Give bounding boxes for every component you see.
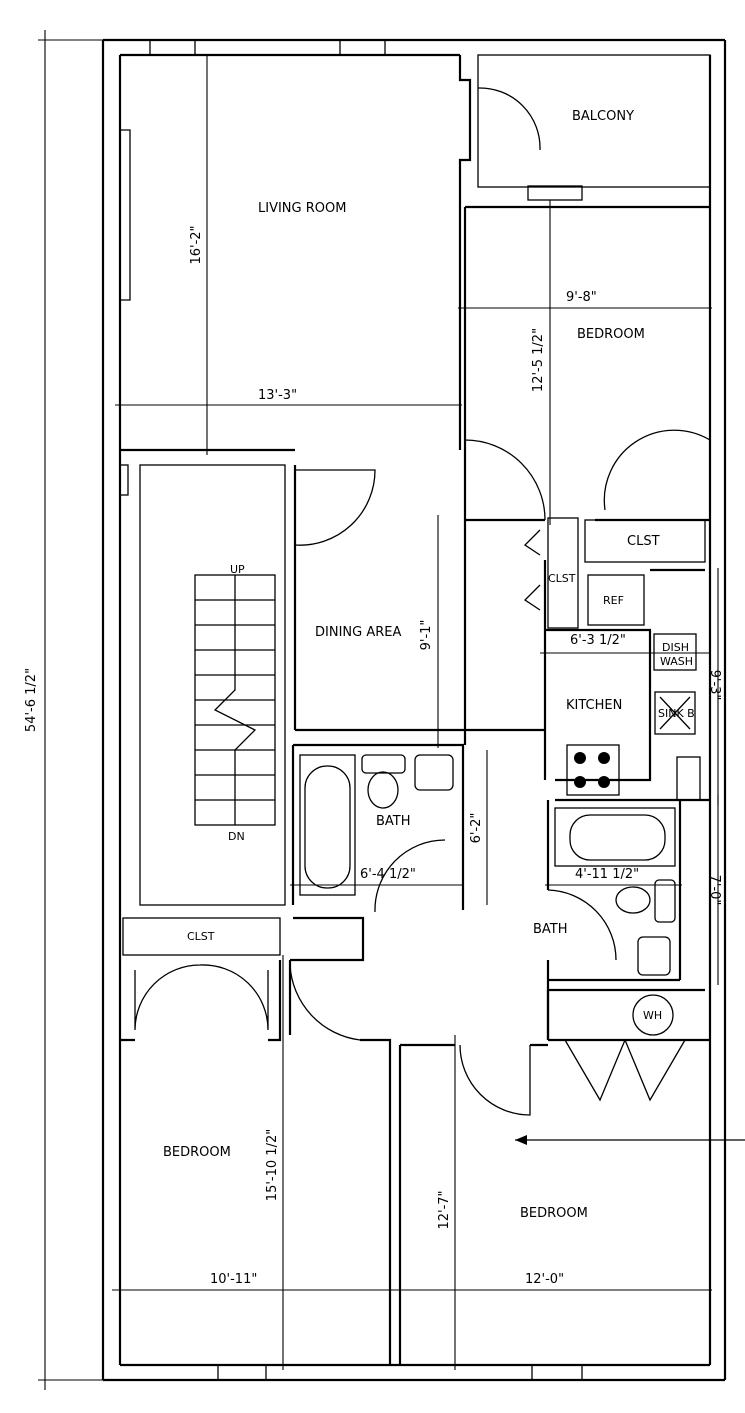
closet-hall-label: CLST	[548, 572, 576, 585]
bath-right-label: BATH	[533, 922, 568, 937]
dining-depth-label: 9'-1"	[419, 620, 434, 651]
bedroom-bl-depth-label: 15'-10 1/2"	[265, 1129, 280, 1201]
bath-left-label: BATH	[376, 814, 411, 829]
bedroom-bottom-left: CLST 15'-10 1/2" 10'-11" BEDROOM	[112, 916, 398, 1370]
windows	[149, 39, 583, 1381]
sink-label: SINK B	[658, 707, 695, 720]
bath-right: 4'-11 1/2" 7'-0" BATH	[533, 795, 722, 1040]
dishwasher-label-2: WASH	[660, 655, 693, 668]
living-room-label: LIVING ROOM	[258, 201, 346, 216]
closet-water-heater: WH	[546, 988, 705, 1102]
stove-burners	[574, 752, 610, 788]
bedroom-top-label: BEDROOM	[577, 327, 645, 342]
hall-walls	[463, 520, 547, 745]
living-depth-label: 16'-2"	[189, 225, 204, 264]
kitchen-area: CLST REF DISH WASH SINK B 6'-3 1/2" KITC…	[523, 517, 722, 805]
balcony: BALCONY	[477, 54, 711, 188]
bath-left: 6'-4 1/2" 6'-2" BATH	[290, 743, 488, 913]
dishwasher-label-1: DISH	[662, 641, 689, 654]
bedroom-br-label: BEDROOM	[520, 1206, 588, 1221]
bath-right-width-label: 4'-11 1/2"	[575, 867, 639, 882]
closet-bottom-label: CLST	[187, 930, 215, 943]
bedroom-top-depth-label: 12'-5 1/2"	[531, 328, 546, 392]
dining-area: 9'-1" DINING AREA	[293, 465, 545, 748]
stairs-down-label: DN	[228, 830, 245, 843]
overall-length-label: 54'-6 1/2"	[24, 668, 39, 732]
bath-right-depth-label: 7'-0"	[707, 875, 722, 906]
bedroom-br-depth-label: 12'-7"	[437, 1190, 452, 1229]
dining-area-label: DINING AREA	[315, 625, 401, 640]
bath-left-depth-label: 6'-2"	[469, 813, 484, 844]
stairs-up-label: UP	[230, 563, 245, 576]
bedroom-top-width-label: 9'-8"	[566, 290, 597, 305]
bath-left-width-label: 6'-4 1/2"	[360, 867, 416, 882]
bedroom-br-width-label: 12'-0"	[525, 1272, 564, 1287]
closet-top-label: CLST	[627, 534, 660, 549]
bedroom-bottom-right: 12'-7" 12'-0" BEDROOM	[393, 1035, 745, 1370]
kitchen-label: KITCHEN	[566, 698, 622, 713]
living-room: 16'-2" 13'-3" LIVING ROOM	[115, 55, 472, 455]
bedroom-bl-width-label: 10'-11"	[210, 1272, 257, 1287]
bedroom-bl-label: BEDROOM	[163, 1145, 231, 1160]
ref-label: REF	[603, 594, 624, 607]
kitchen-width-label: 6'-3 1/2"	[570, 633, 626, 648]
water-heater-label: WH	[643, 1009, 662, 1022]
bedroom-top: CLST 9'-8" 12'-5 1/2" BEDROOM	[458, 200, 712, 563]
living-width-label: 13'-3"	[258, 388, 297, 403]
balcony-label: BALCONY	[572, 109, 634, 124]
stairwell: UP DN	[119, 464, 286, 906]
kitchen-depth-label: 9'-3"	[707, 670, 722, 701]
overall-dimension: 54'-6 1/2"	[24, 30, 110, 1390]
